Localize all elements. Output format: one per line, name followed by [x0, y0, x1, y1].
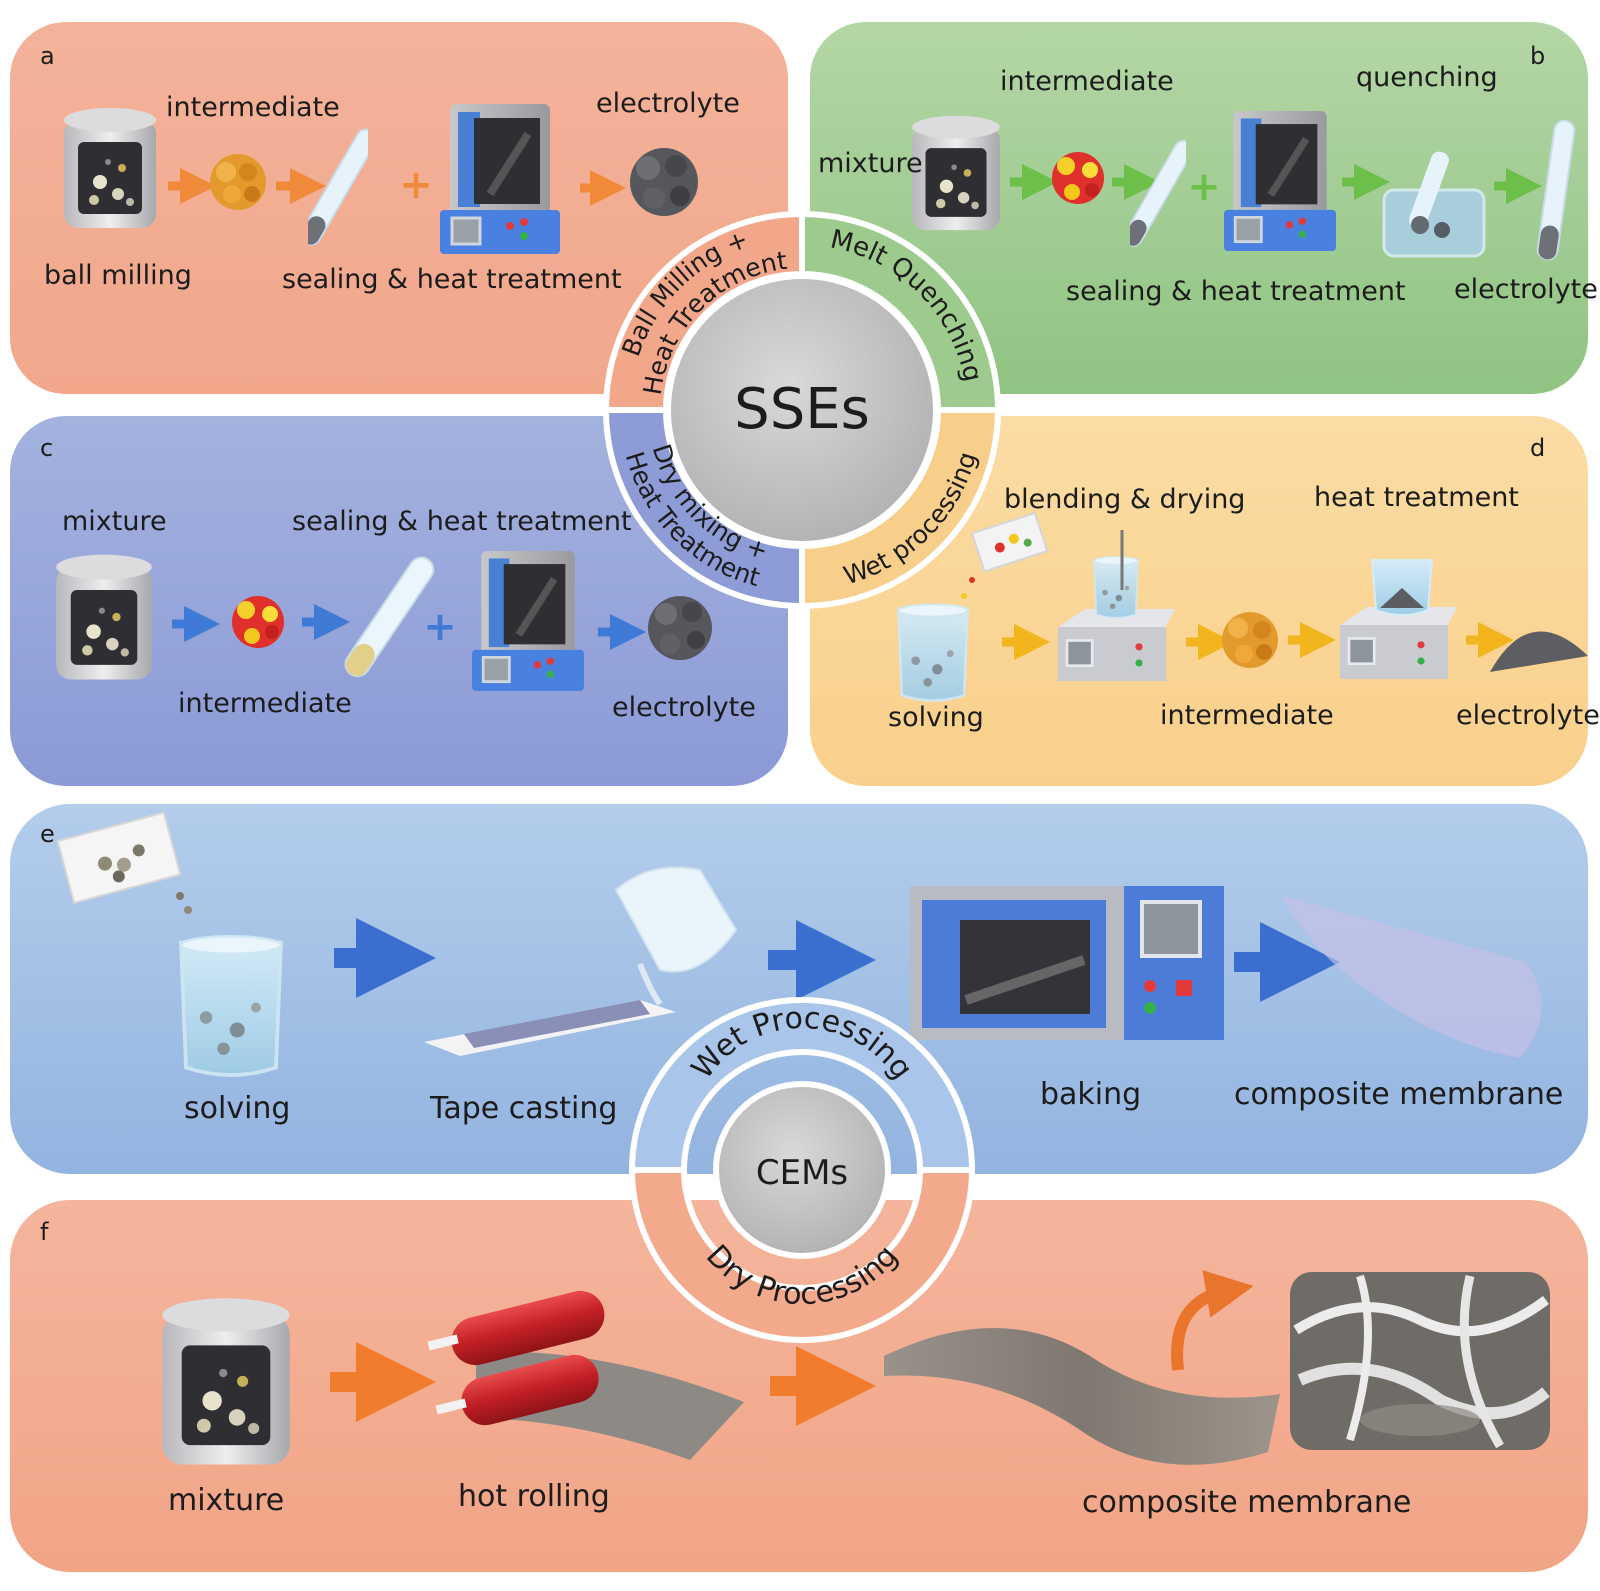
- panel-letter-b: b: [1530, 42, 1546, 70]
- label-d-intermediate: intermediate: [1160, 700, 1334, 731]
- svg-text:+: +: [399, 162, 433, 208]
- label-b-quenching: quenching: [1356, 62, 1498, 93]
- label-f-mixture: mixture: [168, 1483, 285, 1518]
- panel-letter-d: d: [1530, 434, 1546, 462]
- panel-letter-c: c: [40, 434, 54, 462]
- label-b-electrolyte: electrolyte: [1454, 274, 1598, 305]
- panel-letter-f: f: [40, 1218, 49, 1246]
- svg-text:+: +: [1187, 164, 1221, 210]
- label-b-mixture: mixture: [818, 148, 923, 179]
- label-e-composite-membrane: composite membrane: [1234, 1077, 1564, 1112]
- label-a-intermediate: intermediate: [166, 92, 340, 123]
- label-d-solving: solving: [888, 702, 984, 733]
- label-e-tape-casting: Tape casting: [430, 1091, 618, 1126]
- label-d-heat-treatment: heat treatment: [1314, 482, 1519, 513]
- sse-hub-circle: [665, 273, 939, 547]
- label-a-ball-milling: ball milling: [44, 260, 192, 291]
- label-b-sealing: sealing & heat treatment: [1066, 276, 1406, 307]
- sse-hub-label: SSEs: [734, 377, 870, 442]
- label-f-hot-rolling: hot rolling: [458, 1479, 610, 1514]
- panel-letter-e: e: [40, 820, 55, 848]
- label-f-composite-membrane: composite membrane: [1082, 1485, 1412, 1520]
- cem-hub-label: CEMs: [756, 1153, 848, 1193]
- label-a-sealing: sealing & heat treatment: [282, 264, 622, 295]
- label-a-electrolyte: electrolyte: [596, 88, 740, 119]
- label-c-electrolyte: electrolyte: [612, 692, 756, 723]
- label-b-intermediate: intermediate: [1000, 66, 1174, 97]
- label-d-blending: blending & drying: [1004, 484, 1246, 515]
- label-e-solving: solving: [184, 1091, 291, 1126]
- label-c-intermediate: intermediate: [178, 688, 352, 719]
- label-d-electrolyte: electrolyte: [1456, 700, 1600, 731]
- label-c-mixture: mixture: [62, 506, 167, 537]
- label-e-baking: baking: [1040, 1077, 1142, 1112]
- panel-letter-a: a: [40, 42, 55, 70]
- svg-text:+: +: [423, 604, 457, 650]
- label-c-sealing: sealing & heat treatment: [292, 506, 632, 537]
- cem-hub-circle: [713, 1081, 891, 1259]
